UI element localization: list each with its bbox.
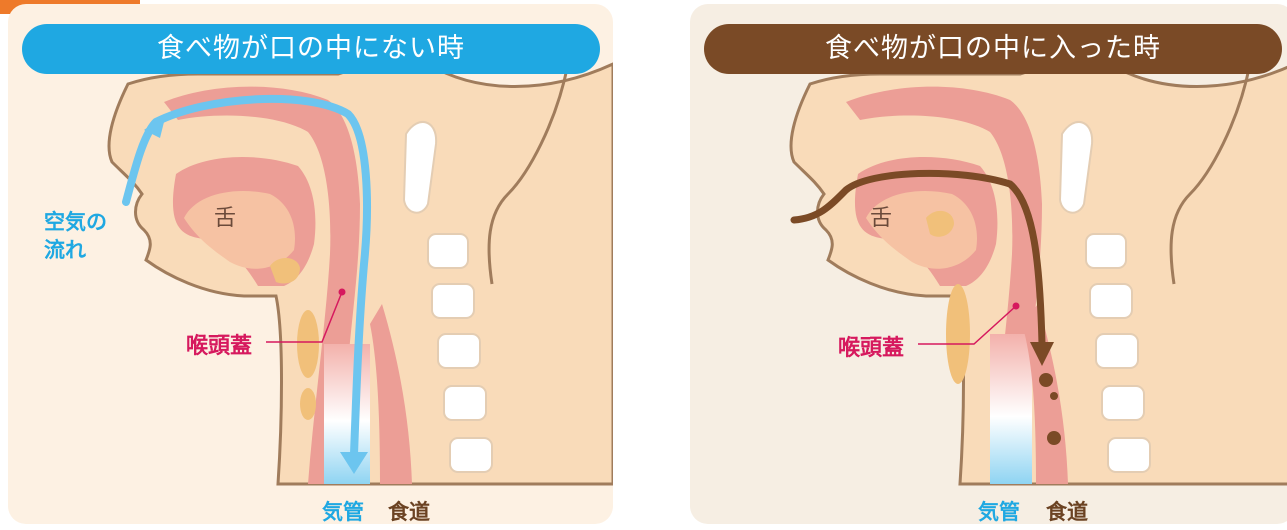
epiglottis-label: 喉頭蓋	[186, 328, 252, 360]
trachea-tube	[990, 334, 1032, 484]
title-food-absent: 食べ物が口の中にない時	[22, 24, 600, 74]
tongue-label: 舌	[870, 200, 892, 232]
trachea-label: 気管	[978, 496, 1020, 524]
thyroid-cartilage	[297, 310, 319, 378]
cricoid-cartilage	[300, 388, 316, 420]
tongue-label: 舌	[214, 200, 236, 232]
anatomy-diagram-left	[8, 4, 613, 524]
food-bolus-2	[1050, 392, 1058, 400]
panel-food-absent: 食べ物が口の中にない時 舌 空気の 流れ 喉頭蓋 気管 食道	[8, 4, 613, 524]
air-flow-label-line1: 空気の	[44, 208, 107, 236]
panel-food-present: 食べ物が口の中に入った時 舌 喉頭蓋 気管 食道	[690, 4, 1287, 524]
air-flow-label-line2: 流れ	[44, 236, 107, 264]
food-bolus-1	[1039, 373, 1053, 387]
epiglottis-label: 喉頭蓋	[838, 330, 904, 362]
trachea-label: 気管	[322, 496, 364, 524]
esophagus-label: 食道	[388, 496, 430, 524]
thyroid-cartilage	[946, 284, 970, 384]
esophagus-label: 食道	[1046, 496, 1088, 524]
food-bolus-3	[1047, 431, 1061, 445]
anatomy-diagram-right	[690, 4, 1287, 524]
air-flow-label: 空気の 流れ	[44, 208, 107, 264]
title-food-present: 食べ物が口の中に入った時	[704, 24, 1282, 74]
